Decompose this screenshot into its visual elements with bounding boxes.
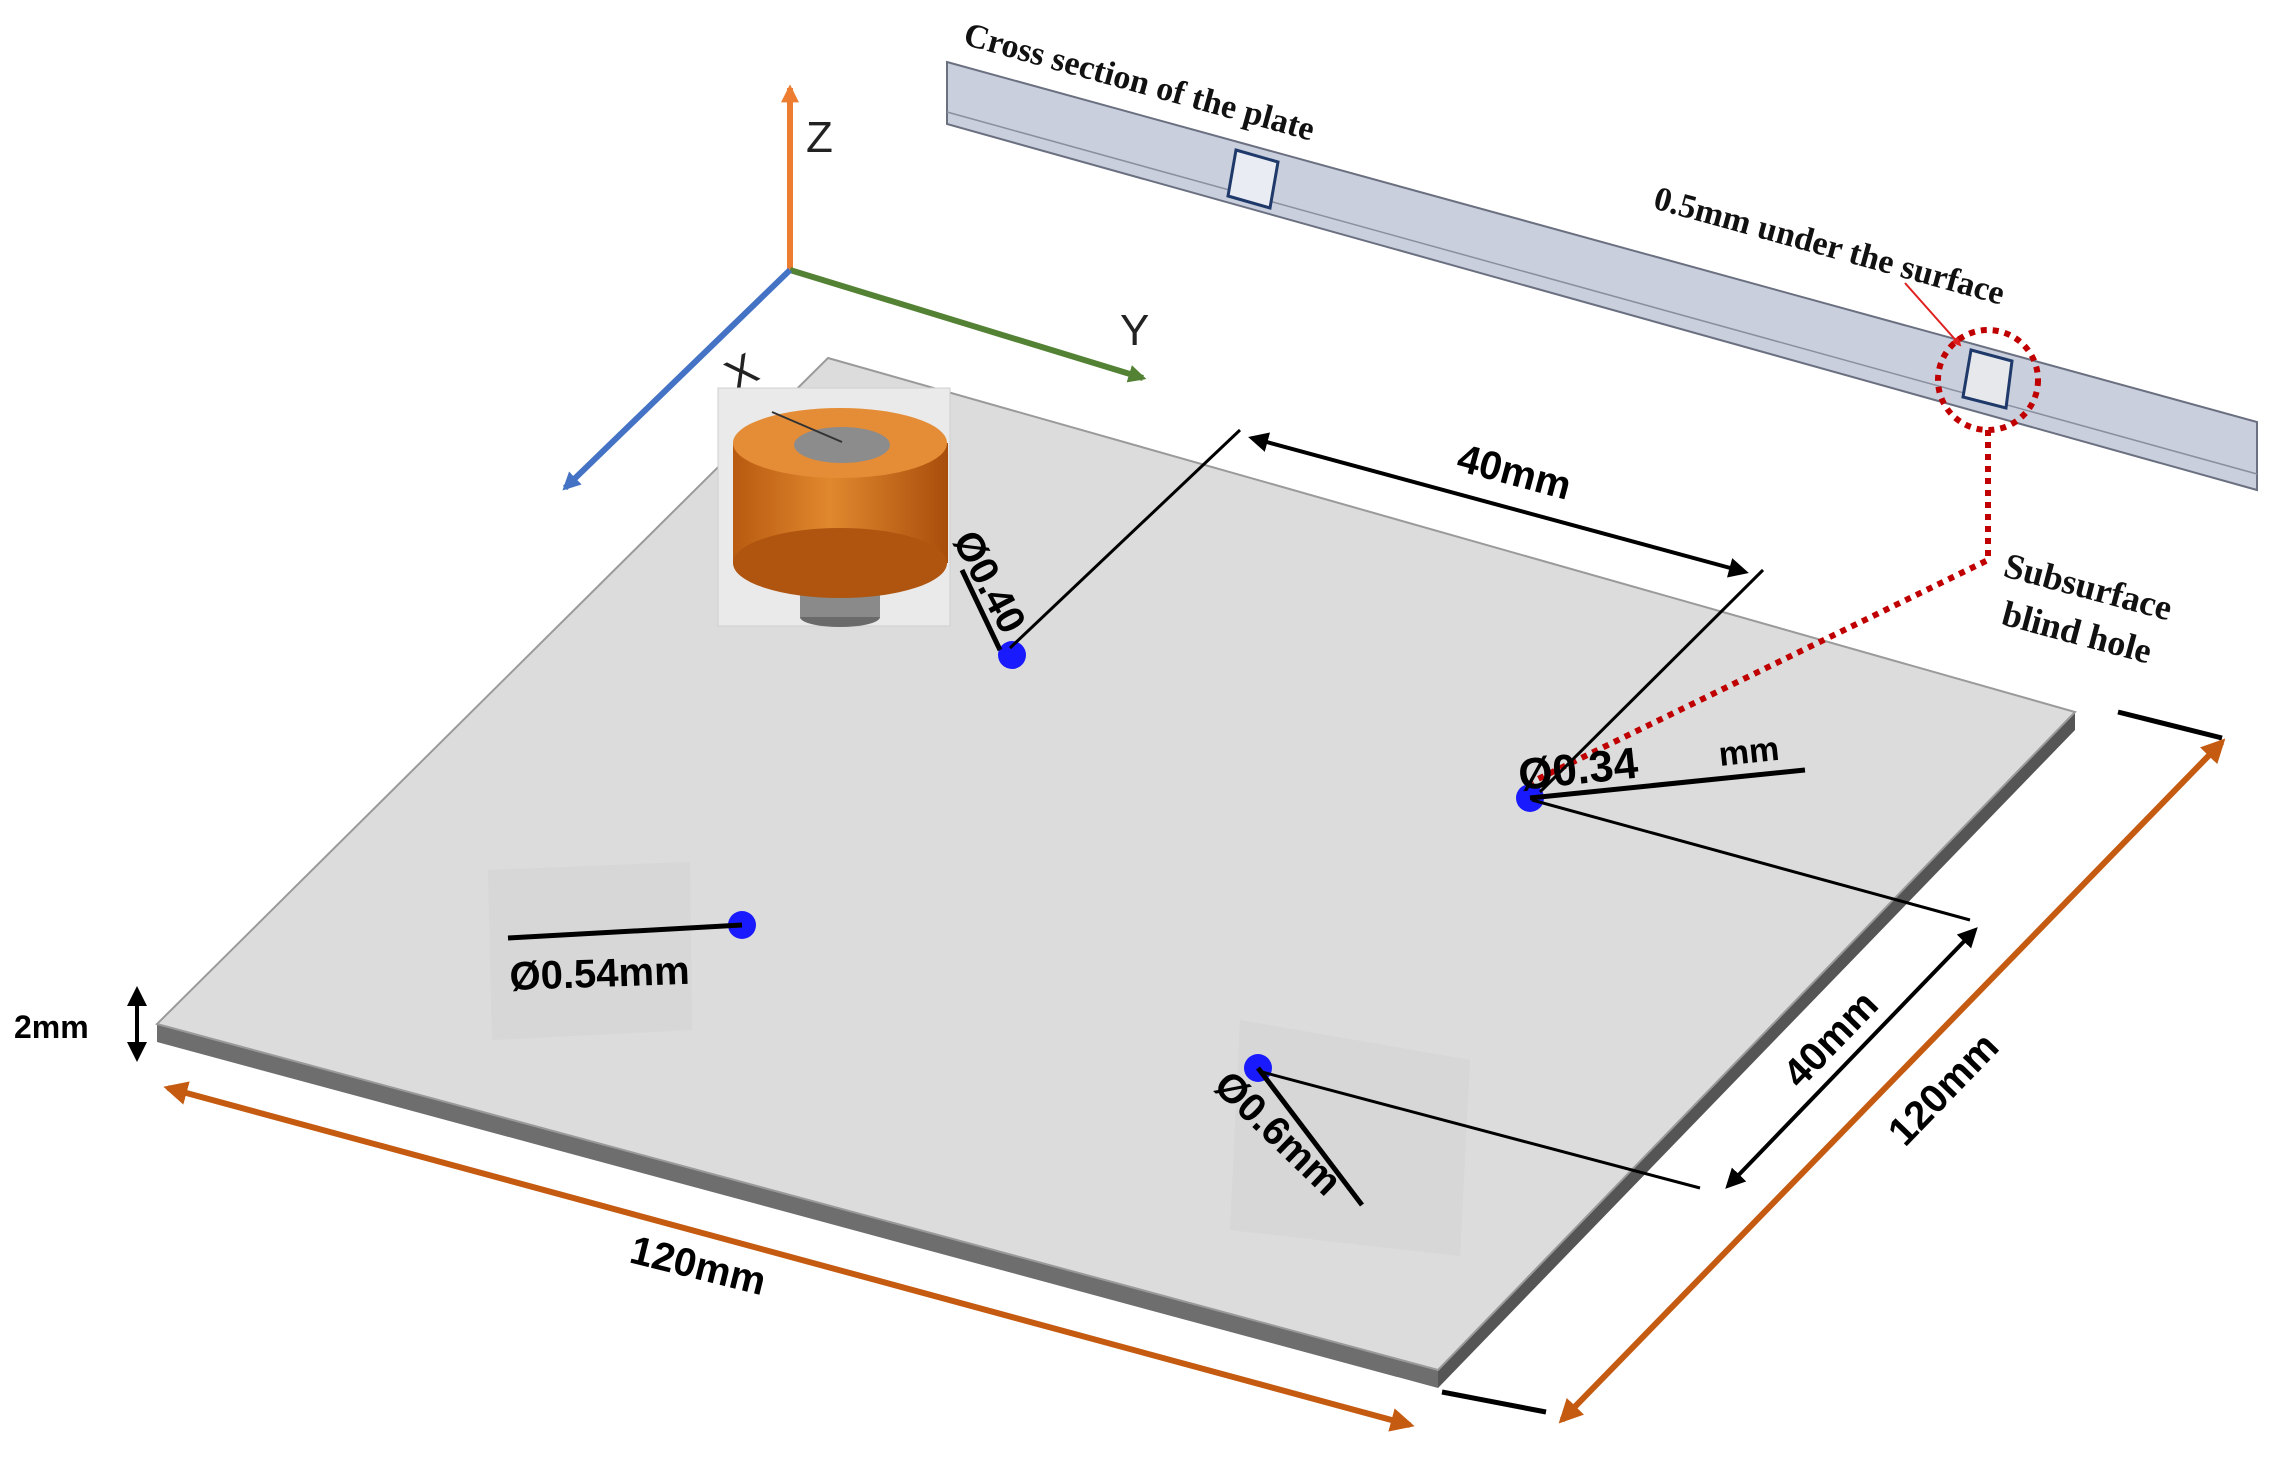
hole-3-label: Ø0.54mm (509, 949, 691, 999)
eddy-current-probe-icon (717, 387, 951, 627)
length-right-label: 120mm (1880, 1025, 2007, 1155)
hole-2-unit: mm (1717, 730, 1781, 774)
plate (155, 356, 2077, 1388)
cross-section-inner-line (946, 111, 2258, 475)
thickness-label: 2mm (14, 1009, 89, 1045)
callout-leader (1530, 430, 1991, 785)
probe-core (794, 427, 890, 463)
length-front-arrow (163, 1081, 1415, 1432)
plate-top-surface (155, 356, 2077, 1372)
cross-section-bar (946, 60, 2258, 492)
cross-section-blind-hole (1961, 348, 2014, 410)
spacing-top-extension-left (1008, 428, 1242, 650)
cross-section: Cross section of the plate 0.5mm under t… (946, 16, 2258, 492)
hole-3-leader (507, 922, 743, 941)
right-extension-bottom (1441, 1389, 1547, 1415)
probe-leader (771, 411, 843, 443)
depth-note-arrow (1904, 282, 1962, 347)
spacing-top-arrow (1248, 432, 1749, 578)
axis-y-label: Y (1120, 306, 1149, 355)
probe-body-bottom (733, 528, 947, 598)
spacing-right-extension-top (1531, 798, 1971, 922)
hole-marker-1 (998, 641, 1026, 669)
callout-circle (1935, 327, 2041, 433)
spacing-right-arrow (1725, 927, 1978, 1189)
label-patch (488, 862, 692, 1040)
length-front-label: 120mm (626, 1228, 770, 1304)
cross-section-hole (1226, 148, 1280, 210)
axis-z-label: Z (806, 113, 833, 162)
spacing-top-extension-right (1538, 568, 1765, 794)
axis-y-arrow (789, 267, 1147, 383)
axis-x-arrow (562, 267, 793, 491)
hole-1-leader (959, 568, 1003, 652)
spacing-right-extension-bottom (1261, 1070, 1701, 1190)
right-extension-top (2117, 709, 2223, 741)
